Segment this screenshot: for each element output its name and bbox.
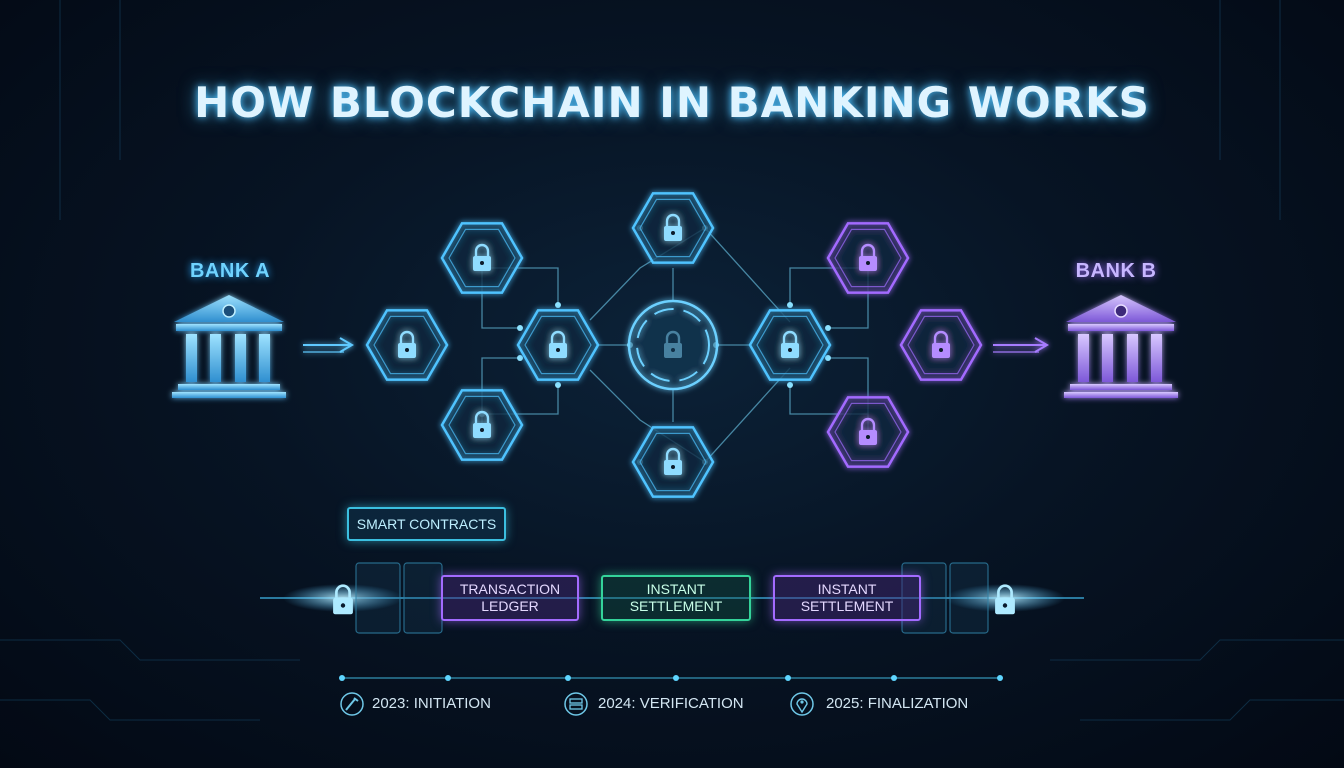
padlock-icon: [549, 330, 567, 358]
network-node: [748, 309, 832, 381]
padlock-icon: [781, 330, 799, 358]
bank-a-building-icon: [172, 295, 286, 398]
padlock-icon: [932, 330, 950, 358]
timeline-label-finalization: 2025: FINALIZATION: [826, 695, 969, 712]
padlock-icon: [859, 417, 877, 445]
padlock-icon: [664, 447, 682, 475]
timeline-label-initiation: 2023: INITIATION: [372, 695, 491, 712]
timeline: [339, 675, 1003, 681]
timeline-label-verification: 2024: VERIFICATION: [598, 695, 744, 712]
network-node: [631, 426, 715, 498]
smart-contracts-box: SMART CONTRACTS: [347, 507, 506, 541]
instant-settlement-box-green: INSTANT SETTLEMENT: [601, 575, 751, 621]
network-node: [631, 192, 715, 264]
page-title: HOW BLOCKCHAIN IN BANKING WORKS: [194, 78, 1150, 127]
network-node: [826, 222, 910, 294]
network-node: [440, 222, 524, 294]
arrow-network-to-bank-b: [993, 337, 1049, 353]
bank-b-label: BANK B: [1075, 260, 1157, 282]
padlock-icon: [664, 213, 682, 241]
padlock-icon: [398, 330, 416, 358]
timeline-icon-location-pin: [790, 692, 814, 716]
bank-b-building-icon: [1064, 295, 1178, 398]
network-node: [516, 309, 600, 381]
instant-settlement-box-purple: INSTANT SETTLEMENT: [773, 575, 921, 621]
arrow-bank-a-to-network: [303, 337, 354, 353]
data-stream: [260, 562, 1084, 634]
padlock-icon: [333, 584, 353, 615]
stream-locks: [333, 584, 1015, 615]
network-node: [365, 309, 449, 381]
bank-a-label: BANK A: [189, 260, 271, 282]
timeline-icon-wrench: [340, 692, 364, 716]
network-node: [826, 396, 910, 468]
central-consensus-ring: [627, 299, 719, 391]
network-node: [899, 309, 983, 381]
padlock-icon: [473, 243, 491, 271]
timeline-icon-server: [564, 692, 588, 716]
padlock-icon: [995, 584, 1015, 615]
padlock-icon: [473, 410, 491, 438]
transaction-ledger-box: TRANSACTION LEDGER: [441, 575, 579, 621]
background-circuit: [0, 0, 1344, 721]
blockchain-nodes: [365, 192, 983, 498]
padlock-icon: [859, 243, 877, 271]
network-node: [440, 389, 524, 461]
